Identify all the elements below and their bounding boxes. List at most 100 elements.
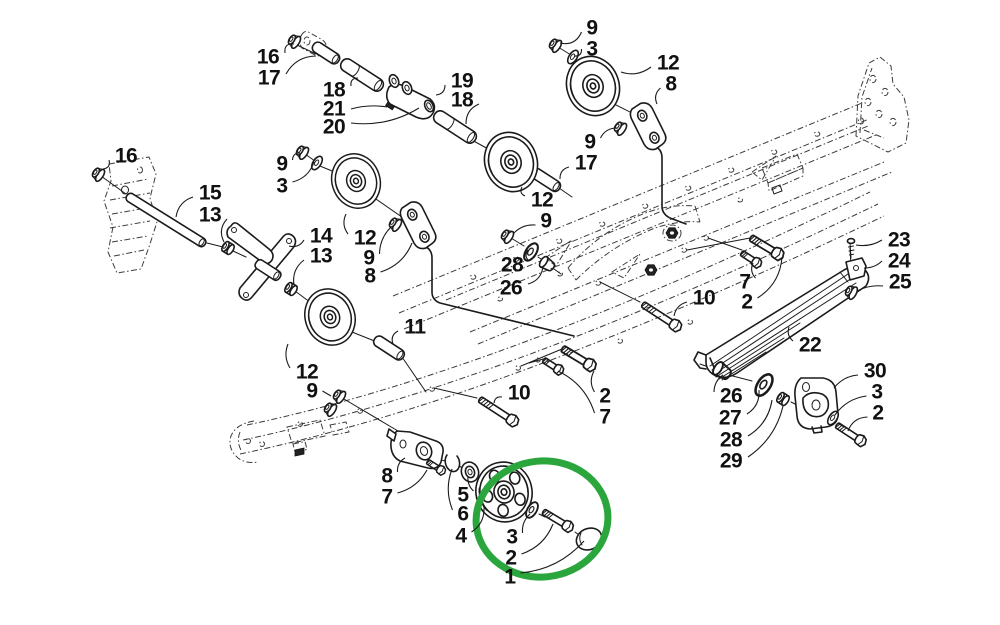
callout-14: 14	[288, 225, 333, 248]
callout-label: 30	[864, 360, 886, 383]
callout-1: 1	[504, 540, 585, 589]
callout-10: 10	[493, 382, 531, 405]
callout-leader-line	[285, 343, 291, 369]
callout-leader-line	[493, 396, 503, 404]
callout-26: 26	[500, 265, 544, 300]
callout-7: 7	[557, 370, 611, 429]
callout-29: 29	[720, 405, 784, 473]
callout-leader-line	[465, 103, 480, 125]
callout-label: 8	[381, 465, 393, 488]
callout-label: 3	[871, 381, 882, 404]
callout-17: 17	[258, 55, 317, 90]
callout-7: 7	[381, 469, 428, 509]
spacer-26-center	[537, 254, 558, 274]
callout-label: 14	[310, 225, 333, 248]
callout-label: 8	[364, 265, 376, 288]
callout-leader-line	[557, 370, 596, 414]
rail-block	[761, 153, 804, 195]
callout-9: 9	[276, 152, 301, 176]
callout-leader-line	[559, 31, 583, 45]
bolt-10-rear	[638, 298, 685, 335]
callout-label: 13	[199, 204, 221, 227]
callout-label: 9	[586, 17, 597, 40]
callout-2: 2	[847, 402, 884, 432]
callout-leader-line	[520, 540, 585, 574]
bearing-5	[460, 461, 480, 483]
callout-label: 10	[508, 382, 530, 405]
callout-16: 16	[102, 145, 138, 170]
callout-label: 9	[306, 380, 317, 403]
spoked-idler-wheel-4	[475, 461, 533, 523]
support-rod	[655, 146, 687, 225]
callout-11: 11	[391, 316, 427, 345]
callout-label: 18	[451, 89, 474, 112]
callout-leader-line	[573, 48, 583, 57]
callout-label: 2	[872, 402, 883, 425]
dashed-clevis	[299, 31, 327, 57]
callout-label: 6	[457, 503, 468, 526]
callout-leader-line	[856, 285, 884, 292]
callout-leader-line	[343, 213, 349, 235]
idler-wheel-lower-left	[296, 281, 364, 353]
callout-label: 3	[506, 526, 517, 549]
callout-20: 20	[323, 107, 420, 139]
callout-leader-line	[757, 256, 783, 299]
callout-leader-line	[285, 55, 317, 75]
callout-label: 29	[720, 450, 742, 473]
rail-holes-upper	[469, 131, 821, 302]
bolt-2-wheel	[539, 505, 577, 535]
axle-shaft-18-left	[339, 57, 385, 93]
callout-leader-line	[590, 370, 595, 393]
callout-leader-line	[863, 260, 883, 269]
callout-leader-line	[220, 218, 228, 243]
callout-9: 9	[306, 380, 332, 403]
rail-arm-mount	[567, 205, 701, 281]
axle-block-30	[794, 377, 839, 434]
callout-leader-line	[380, 242, 413, 273]
callout-16: 16	[257, 43, 295, 69]
slide-rail-frame	[103, 31, 910, 463]
callout-label: 23	[888, 229, 910, 252]
callout-10: 10	[673, 287, 716, 317]
callout-15: 15	[175, 182, 222, 218]
callout-label: 12	[354, 227, 376, 250]
callout-label: 24	[888, 250, 911, 273]
callout-leader-line	[391, 330, 399, 345]
callout-label: 15	[199, 182, 222, 205]
callout-leader-line	[834, 395, 867, 416]
callout-label: 17	[575, 152, 597, 175]
callout-2: 2	[741, 256, 783, 314]
callout-label: 20	[323, 116, 345, 139]
callout-leader-line	[713, 374, 724, 393]
callout-label: 3	[276, 175, 287, 198]
callout-2: 2	[505, 523, 554, 570]
callout-leader-line	[655, 87, 661, 105]
callout-leader-line	[847, 416, 868, 432]
washer-27	[750, 370, 778, 400]
callout-3: 3	[573, 38, 598, 61]
idler-arm-14	[226, 222, 297, 301]
callout-label: 27	[719, 407, 741, 430]
support-rod	[425, 246, 575, 337]
callout-leader-line	[520, 186, 526, 197]
callout-label: 2	[599, 385, 610, 408]
spacer-shaft-11	[372, 335, 406, 361]
callout-label: 8	[665, 73, 677, 96]
callout-label: 9	[363, 247, 374, 270]
nut-16-left	[89, 164, 108, 184]
callout-leader-line	[747, 399, 773, 437]
nut-9-top	[546, 35, 565, 55]
callout-leader-line	[396, 457, 406, 473]
callout-layer: 1617182120191893128917161513141393129812…	[102, 17, 912, 589]
nut-9-midleft	[293, 142, 312, 162]
wheel-bracket-8-mid	[396, 197, 440, 254]
bushing-13-b	[282, 280, 300, 298]
callout-label: 22	[799, 334, 821, 357]
screw-23	[846, 237, 856, 259]
callout-leader-line	[378, 226, 392, 255]
idler-wheel-mid-left	[323, 146, 389, 216]
callout-leader-line	[397, 469, 428, 494]
callout-label: 28	[720, 429, 743, 452]
callout-6: 6	[447, 468, 469, 526]
